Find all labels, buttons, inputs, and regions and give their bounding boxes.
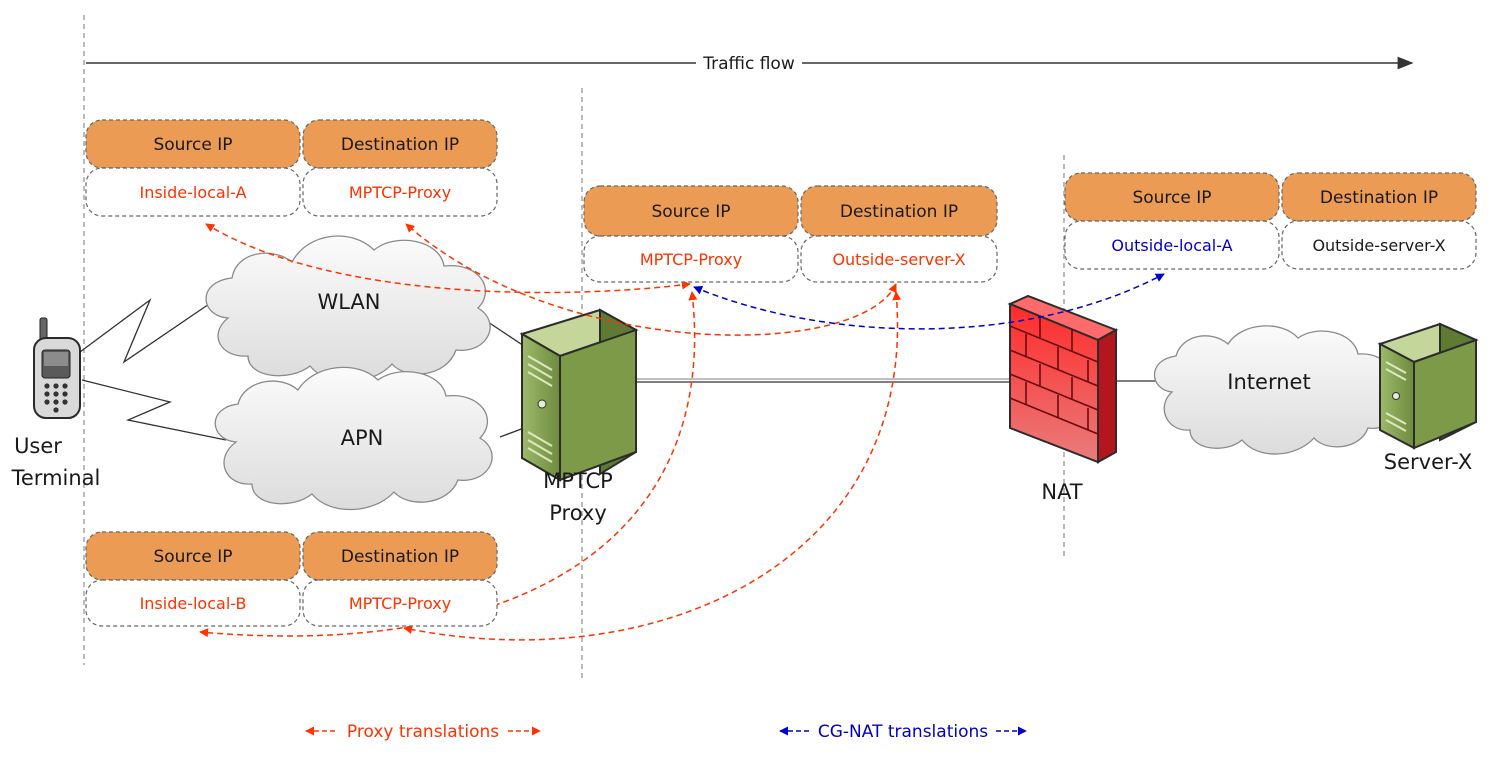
- firewall-icon: [1007, 294, 1119, 464]
- legend-proxy: Proxy translations: [305, 722, 541, 742]
- user-terminal-label-line2: Terminal: [11, 466, 101, 490]
- internet-label: Internet: [1227, 370, 1310, 394]
- wlan-label: WLAN: [317, 290, 380, 314]
- server-tower-icon: [519, 308, 639, 482]
- user-terminal: User Terminal: [11, 317, 101, 490]
- source-header: Source IP: [153, 547, 232, 567]
- mobile-phone-icon: [33, 317, 81, 419]
- source-value: Inside-local-A: [139, 183, 246, 202]
- source-value-cell: [85, 167, 301, 217]
- server-x-label: Server-X: [1384, 450, 1472, 474]
- source-header: Source IP: [651, 202, 730, 222]
- user-terminal-label-line1: User: [14, 434, 62, 458]
- proxy-label-line2: Proxy: [549, 501, 607, 525]
- dest-header-cell: [800, 185, 998, 237]
- source-value-cell: [1064, 220, 1280, 270]
- ip-table-terminal-apn: Source IP Destination IP Inside-local-B …: [85, 531, 498, 627]
- dest-header: Destination IP: [1320, 188, 1438, 208]
- source-header: Source IP: [153, 135, 232, 155]
- dest-value: Outside-server-X: [832, 250, 965, 269]
- dest-value: MPTCP-Proxy: [349, 183, 451, 202]
- cloud-apn: APN: [214, 366, 493, 511]
- dest-value: Outside-server-X: [1312, 236, 1445, 255]
- nat-label: NAT: [1041, 480, 1082, 504]
- wireless-link-wlan: [79, 298, 213, 364]
- dest-value-cell: [302, 579, 498, 627]
- dest-header: Destination IP: [341, 547, 459, 567]
- legend: Proxy translations CG-NAT translations: [305, 722, 1027, 742]
- source-value-cell: [583, 235, 799, 283]
- cloud-wlan: WLAN: [205, 235, 491, 383]
- ip-table-proxy-out: Source IP Destination IP MPTCP-Proxy Out…: [583, 185, 998, 283]
- source-value-cell: [85, 579, 301, 627]
- server-x: Server-X: [1377, 322, 1479, 474]
- nat-translation-arrows: [693, 273, 1165, 330]
- source-value: MPTCP-Proxy: [640, 250, 742, 269]
- nat-device: NAT: [1007, 294, 1119, 504]
- wireless-link-apn: [81, 379, 227, 441]
- ip-table-nat-out: Source IP Destination IP Outside-local-A…: [1064, 172, 1477, 270]
- dest-header: Destination IP: [840, 202, 958, 222]
- arrow-outside-local-a: [693, 273, 1165, 330]
- traffic-flow-arrow: Traffic flow: [86, 54, 1414, 74]
- arrow-mptcp-proxy-b: [403, 291, 902, 641]
- dest-value-cell: [800, 235, 998, 283]
- proxy-label-line1: MPTCP: [543, 469, 613, 493]
- source-value: Inside-local-B: [140, 594, 247, 613]
- proxy-translation-arrows: [199, 223, 902, 641]
- source-value: Outside-local-A: [1111, 236, 1232, 255]
- dest-header: Destination IP: [341, 135, 459, 155]
- server-tower-icon: [1377, 322, 1479, 450]
- cloud-internet: Internet: [1153, 325, 1397, 455]
- legend-nat: CG-NAT translations: [779, 722, 1027, 742]
- mptcp-proxy: MPTCP Proxy: [519, 308, 639, 525]
- dest-value-cell: [1281, 220, 1477, 270]
- legend-proxy-label: Proxy translations: [347, 722, 499, 742]
- legend-nat-label: CG-NAT translations: [818, 722, 988, 742]
- dest-value-cell: [302, 167, 498, 217]
- source-header: Source IP: [1132, 188, 1211, 208]
- source-header-cell: [583, 185, 799, 237]
- dest-value: MPTCP-Proxy: [349, 594, 451, 613]
- traffic-flow-label: Traffic flow: [702, 54, 795, 74]
- ip-table-terminal-wlan: Source IP Destination IP Inside-local-A …: [85, 119, 498, 217]
- apn-label: APN: [341, 426, 384, 450]
